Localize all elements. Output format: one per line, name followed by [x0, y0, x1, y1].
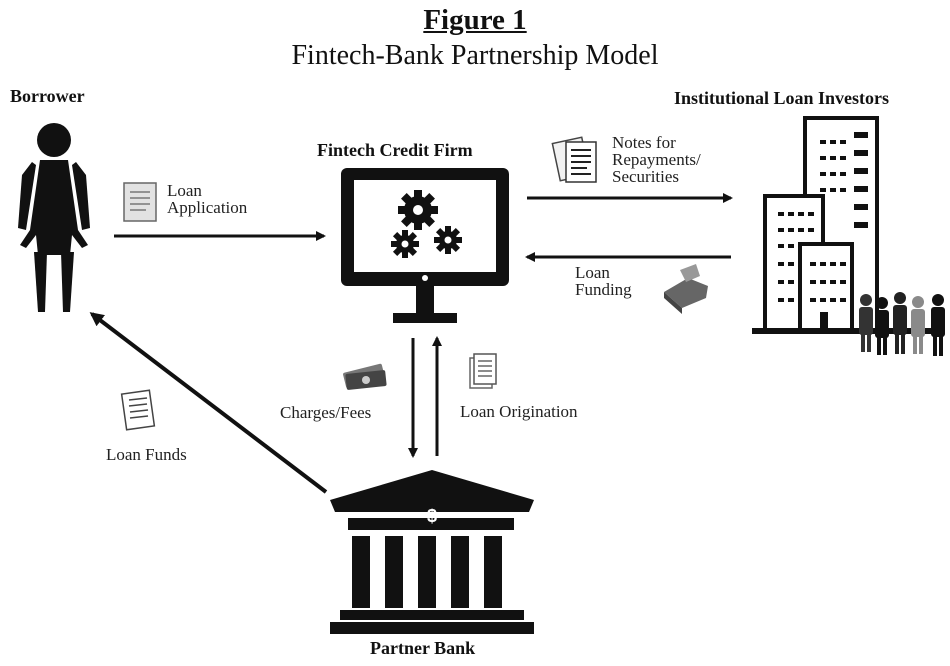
loan-origination-document-icon	[469, 353, 497, 389]
bank-dollar-sign: $	[426, 506, 437, 526]
notes-label: Notes for Repayments/ Securities	[612, 133, 701, 186]
borrower-label: Borrower	[10, 86, 85, 106]
figure-title: Fintech-Bank Partnership Model	[291, 40, 659, 71]
partner-bank-label: Partner Bank	[370, 638, 476, 658]
bank-icon	[330, 470, 534, 634]
loan-application-label: Loan Application	[167, 181, 248, 217]
cash-register-icon	[664, 264, 708, 314]
loan-application-document-icon	[123, 182, 157, 222]
borrower-icon	[18, 123, 90, 312]
notes-documents-icon	[551, 136, 597, 183]
loan-origination-label: Loan Origination	[460, 402, 578, 421]
loan-funds-label: Loan Funds	[106, 445, 187, 464]
loan-funding-label: Loan Funding	[575, 263, 632, 299]
business-people-icon	[859, 292, 945, 356]
loan-funds-document-icon	[120, 389, 156, 431]
figure-number: Figure 1	[423, 4, 527, 36]
money-stack-icon	[343, 363, 387, 390]
investors-label: Institutional Loan Investors	[674, 88, 890, 108]
monitor-icon	[341, 168, 509, 323]
fintech-label: Fintech Credit Firm	[317, 140, 473, 160]
charges-fees-label: Charges/Fees	[280, 403, 372, 422]
arrow-loan-funds	[89, 312, 328, 494]
